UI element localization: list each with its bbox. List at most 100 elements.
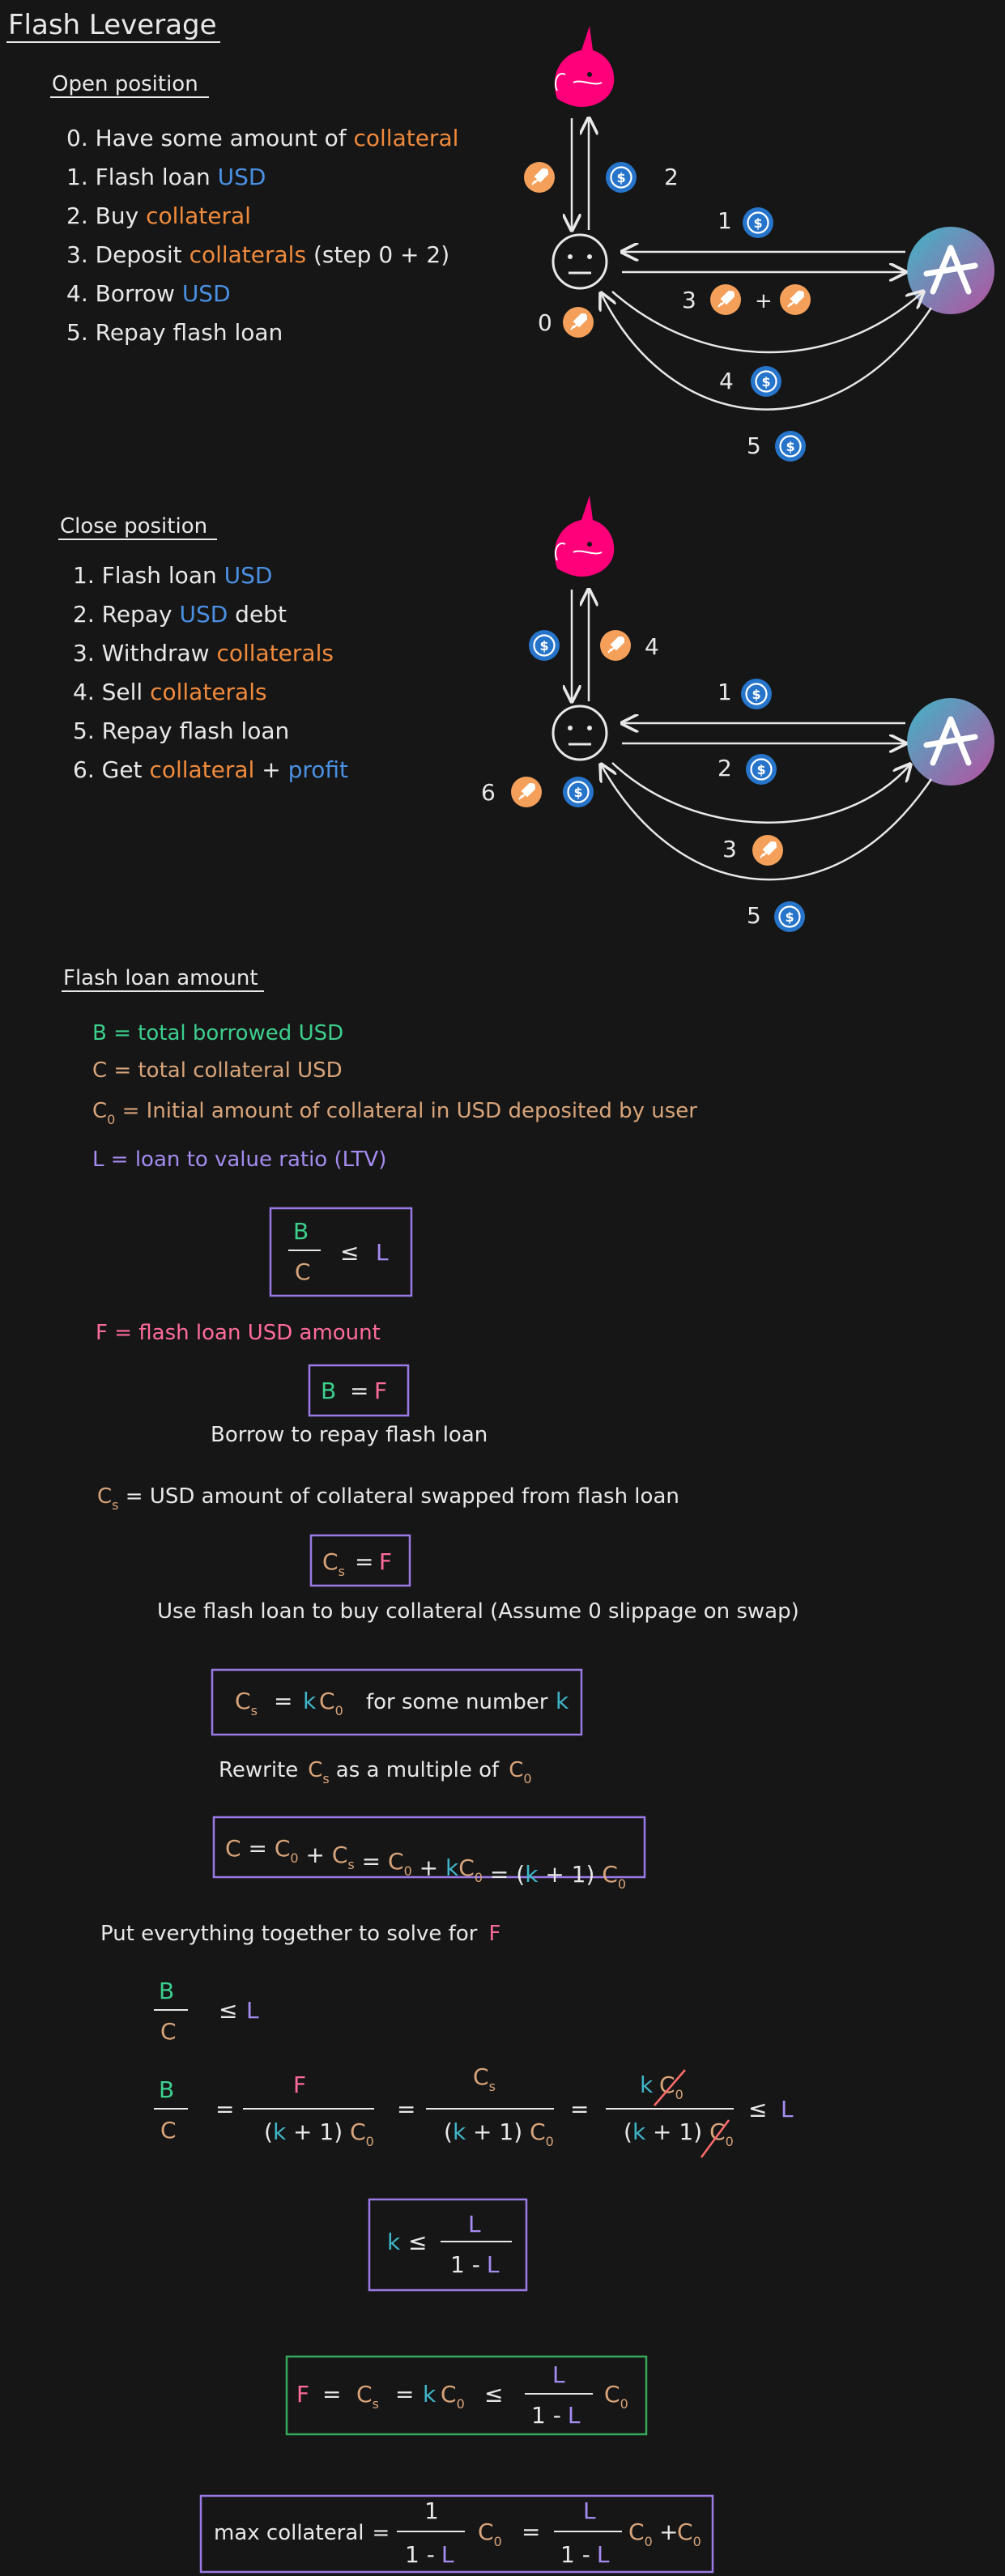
b-equals-f-box: B = F — [308, 1364, 410, 1417]
collateral-rocket-icon — [523, 161, 556, 194]
usdc-icon — [749, 364, 783, 398]
svg-text:L: L — [583, 2497, 596, 2524]
collateral-rocket-icon — [562, 306, 594, 338]
svg-text:=: = — [395, 2381, 414, 2408]
close-label-5: 5 — [747, 902, 761, 929]
math-heading: Flash loan amount — [63, 966, 258, 990]
step-item: 2. Buy collateral — [66, 202, 251, 229]
f-solution-box: F = Cs = k C0 ≤ L 1 -L C0 — [285, 2355, 648, 2436]
svg-text:B: B — [159, 1978, 174, 2004]
usdc-icon — [739, 677, 773, 711]
svg-text:=: = — [322, 2381, 341, 2408]
svg-text:1: 1 — [424, 2497, 439, 2524]
step-item: 4. Borrow USD — [66, 280, 231, 307]
page-title: Flash Leverage — [8, 9, 217, 41]
svg-text:for some number: for some number — [366, 1690, 548, 1714]
close-label-1: 1 — [718, 679, 732, 705]
step-item: 6. Get collateral + profit — [73, 756, 348, 783]
close-flow-diagram: 4 1 2 6 3 5 — [481, 495, 994, 934]
svg-text:Cs: Cs — [473, 2063, 496, 2094]
open-steps: 0. Have some amount of collateral 1. Flas… — [66, 125, 458, 346]
close-label-4: 4 — [645, 633, 659, 660]
usdc-icon — [741, 206, 775, 240]
def-c0: C0 = Initial amount of collateral in USD… — [92, 1099, 697, 1127]
svg-text:k: k — [423, 2381, 436, 2408]
svg-text:max collateral=: max collateral= — [214, 2521, 390, 2545]
svg-text:1 -L: 1 -L — [450, 2251, 500, 2278]
plus-sign: + — [755, 289, 773, 313]
step-item: 4. Sell collaterals — [73, 679, 267, 705]
def-b: B = total borrowed USD — [92, 1021, 343, 1045]
step-item: 0. Have some amount of collateral — [66, 125, 458, 151]
aave-icon — [907, 698, 994, 786]
svg-text:≤: ≤ — [340, 1239, 359, 1266]
svg-text:k: k — [387, 2229, 401, 2255]
user-face-icon — [551, 705, 608, 761]
svg-text:≤: ≤ — [748, 2096, 767, 2123]
step-item: 3. Withdraw collaterals — [73, 640, 334, 666]
def-f: F = flash loan USD amount — [96, 1321, 381, 1345]
open-label-3: 3 — [682, 287, 696, 313]
open-label-4: 4 — [719, 368, 734, 394]
step-item: 1. Flash loan USD — [66, 164, 266, 190]
usdc-icon — [561, 775, 595, 809]
step-item: 5. Repay flash loan — [73, 717, 289, 744]
svg-text:1 -L: 1 -L — [531, 2402, 581, 2429]
svg-text:B: B — [159, 2076, 174, 2103]
svg-text:=: = — [397, 2096, 415, 2123]
collateral-rocket-icon — [599, 629, 632, 662]
uniswap-icon — [553, 25, 615, 108]
svg-text:F: F — [293, 2071, 306, 2098]
svg-text:(k + 1) C0: (k + 1) C0 — [264, 2118, 374, 2149]
usdc-icon — [773, 900, 807, 934]
collateral-rocket-icon — [709, 283, 742, 316]
svg-text:k: k — [640, 2071, 654, 2098]
usdc-icon — [744, 752, 778, 786]
ltv-inequality-box: B C ≤ L — [269, 1207, 413, 1297]
step-item: 2. Repay USD debt — [73, 601, 287, 628]
svg-text:=: = — [570, 2096, 589, 2123]
svg-text:=: = — [215, 2096, 234, 2123]
svg-text:C: C — [295, 1258, 311, 1285]
aave-icon — [907, 227, 994, 314]
open-label-1: 1 — [718, 207, 732, 234]
borrow-caption: Borrow to repay flash loan — [211, 1423, 488, 1447]
svg-text:C0: C0 — [478, 2519, 502, 2549]
cs-equals-f-box: Cs = F — [309, 1534, 411, 1587]
svg-text:C: C — [160, 2117, 177, 2144]
usdc-icon — [604, 160, 638, 194]
step-item: 1. Flash loan USD — [73, 562, 272, 589]
step-item: 3. Deposit collaterals (step 0 + 2) — [66, 241, 449, 268]
c-expansion-box: C = C0 + Cs = C0 + kC0 = (k + 1) C0 — [212, 1816, 646, 1892]
close-label-3: 3 — [722, 836, 737, 862]
svg-text:L: L — [552, 2361, 565, 2388]
svg-text:1 -L: 1 -L — [405, 2541, 454, 2568]
usdc-icon — [773, 429, 807, 463]
open-label-5: 5 — [747, 432, 761, 459]
svg-text:k: k — [303, 1688, 317, 1714]
svg-text:(k + 1) C0: (k + 1) C0 — [624, 2118, 734, 2149]
svg-text:C = C0 + Cs = C0 + kC0 = (k +: C = C0 + Cs = C0 + kC0 = (k + 1) C0 — [225, 1835, 626, 1892]
svg-text:C0: C0 — [604, 2381, 628, 2412]
svg-text:=: = — [274, 1688, 292, 1714]
collateral-rocket-icon — [779, 283, 811, 316]
uniswap-icon — [553, 495, 615, 577]
svg-text:F: F — [374, 1377, 387, 1404]
usdc-icon — [527, 628, 561, 662]
user-face-icon — [551, 233, 608, 290]
svg-text:Cs: Cs — [322, 1548, 345, 1579]
svg-text:C0: C0 — [677, 2519, 701, 2549]
svg-text:1 -L: 1 -L — [560, 2541, 610, 2568]
svg-text:(k + 1) C0: (k + 1) C0 — [444, 2118, 554, 2149]
svg-text:C0: C0 — [628, 2519, 653, 2549]
svg-text:k: k — [556, 1688, 569, 1714]
collateral-rocket-icon — [510, 776, 543, 808]
close-heading: Close position — [60, 514, 207, 539]
definitions: B = total borrowed USD C = total collate… — [92, 1021, 697, 1172]
inequality-restated: B C ≤ L — [154, 1978, 259, 2045]
open-flow-diagram: 2 1 3 + 0 4 5 — [523, 25, 994, 463]
svg-text:B: B — [293, 1218, 309, 1245]
svg-text:≤: ≤ — [219, 1997, 237, 2024]
